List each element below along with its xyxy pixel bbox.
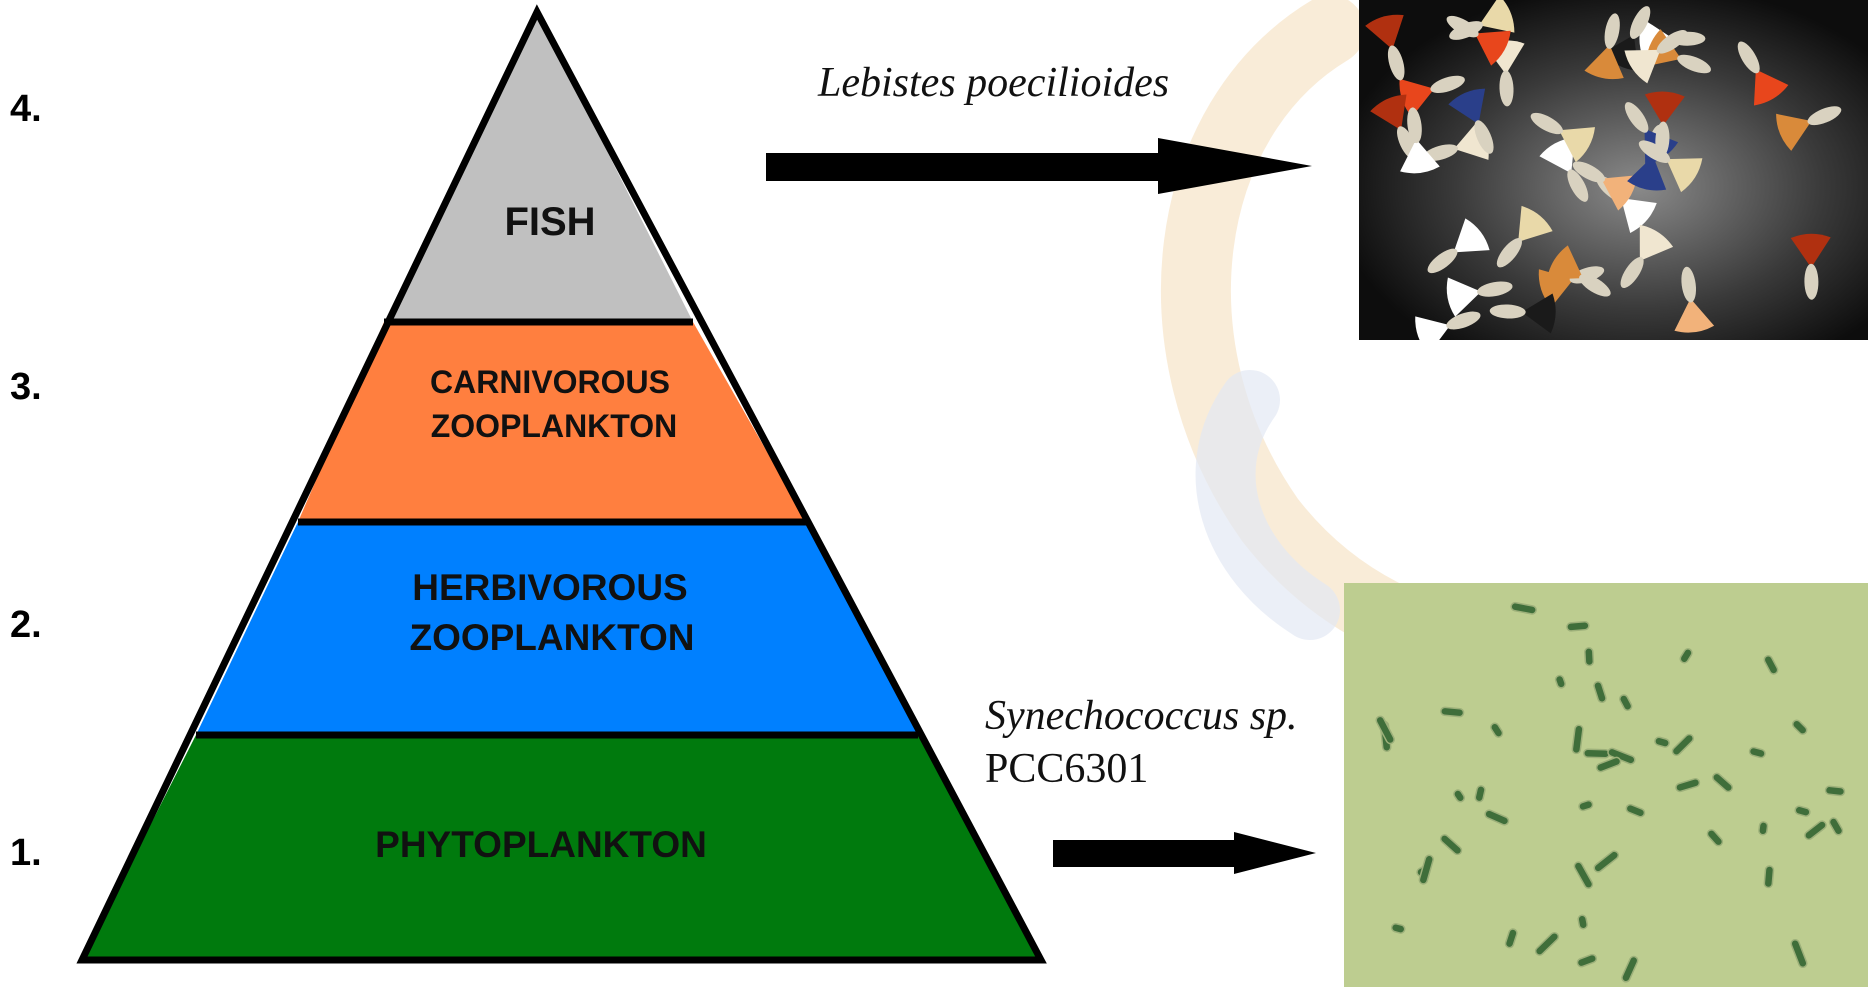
cell-shape xyxy=(1440,707,1463,717)
cell-shape xyxy=(1764,866,1774,888)
trophic-level-2: 2. xyxy=(10,604,42,647)
right-arrow-icon xyxy=(1053,832,1316,874)
tier-label-herbivorous-line1: HERBIVOROUS xyxy=(412,567,687,608)
trophic-level-1: 1. xyxy=(10,832,42,875)
trophic-level-3: 3. xyxy=(10,366,42,409)
tier-label-phytoplankton: PHYTOPLANKTON xyxy=(375,824,707,865)
cell-shape xyxy=(1825,786,1845,796)
cyano-strain: PCC6301 xyxy=(985,746,1148,792)
tier-label-carnivorous-line1: CARNIVOROUS xyxy=(430,364,670,400)
cell-shape xyxy=(1584,749,1610,758)
pyramid-tier-fish xyxy=(384,12,693,322)
tier-label-carnivorous-line2: ZOOPLANKTON xyxy=(431,408,678,444)
cell-shape xyxy=(1585,648,1594,666)
cell-shape xyxy=(1758,821,1768,835)
fish-species-name: Lebistes poecilioides xyxy=(818,57,1169,110)
cell-shape xyxy=(1567,621,1590,631)
cyano-species-name: Synechococcus sp. xyxy=(985,693,1298,739)
cyanobacteria-micrograph-photo xyxy=(1344,583,1868,987)
trophic-level-4: 4. xyxy=(10,88,42,131)
guppies-photo xyxy=(1359,0,1868,355)
fish-species-italic: Lebistes poecilioides xyxy=(818,60,1169,106)
cyano-species-caption: Synechococcus sp. PCC6301 xyxy=(985,690,1298,795)
tier-label-herbivorous-line2: ZOOPLANKTON xyxy=(409,617,694,658)
tier-label-fish: FISH xyxy=(504,200,595,244)
